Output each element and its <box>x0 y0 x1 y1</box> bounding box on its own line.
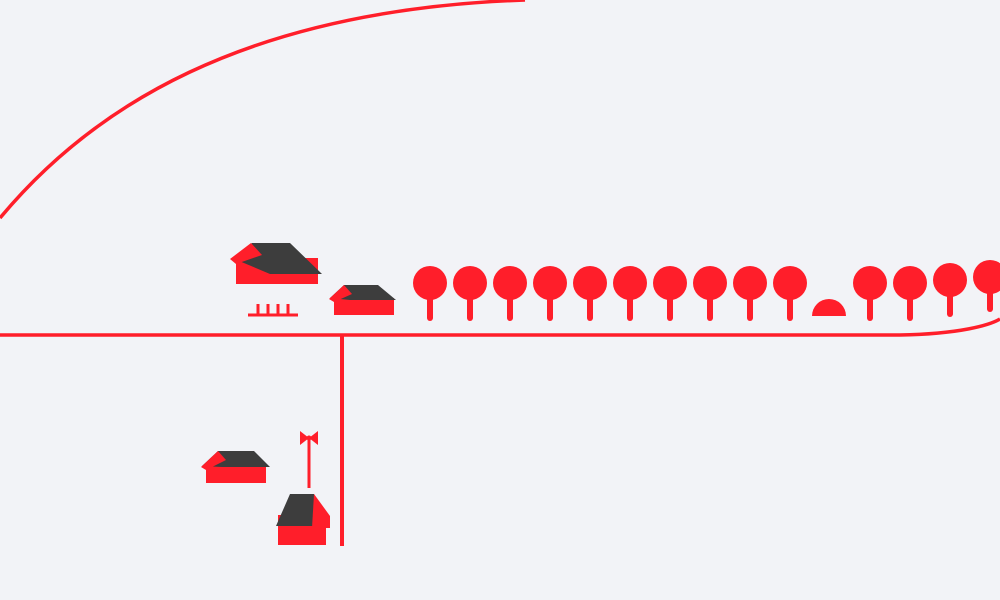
round-tree-icon <box>533 266 567 321</box>
round-tree-icon <box>573 266 607 321</box>
round-tree-icon <box>693 266 727 321</box>
round-tree-icon <box>453 266 487 321</box>
windmill-icon <box>300 431 318 488</box>
round-tree-icon <box>973 260 1000 312</box>
round-tree-icon <box>853 266 887 321</box>
house-icon <box>329 285 396 315</box>
bush-icon <box>812 299 846 316</box>
house-icon <box>201 451 270 483</box>
round-tree-icon <box>893 266 927 321</box>
round-tree-icon <box>773 266 807 321</box>
round-tree-icon <box>733 266 767 321</box>
round-tree-icon <box>653 266 687 321</box>
round-tree-icon <box>493 266 527 321</box>
round-tree-icon <box>413 266 447 321</box>
house-icon <box>276 494 330 545</box>
house-icon <box>230 243 322 284</box>
round-tree-icon <box>613 266 647 321</box>
main-road <box>0 317 1000 337</box>
round-tree-icon <box>933 263 967 317</box>
fence-icon <box>248 304 298 317</box>
curved-road <box>0 0 526 220</box>
